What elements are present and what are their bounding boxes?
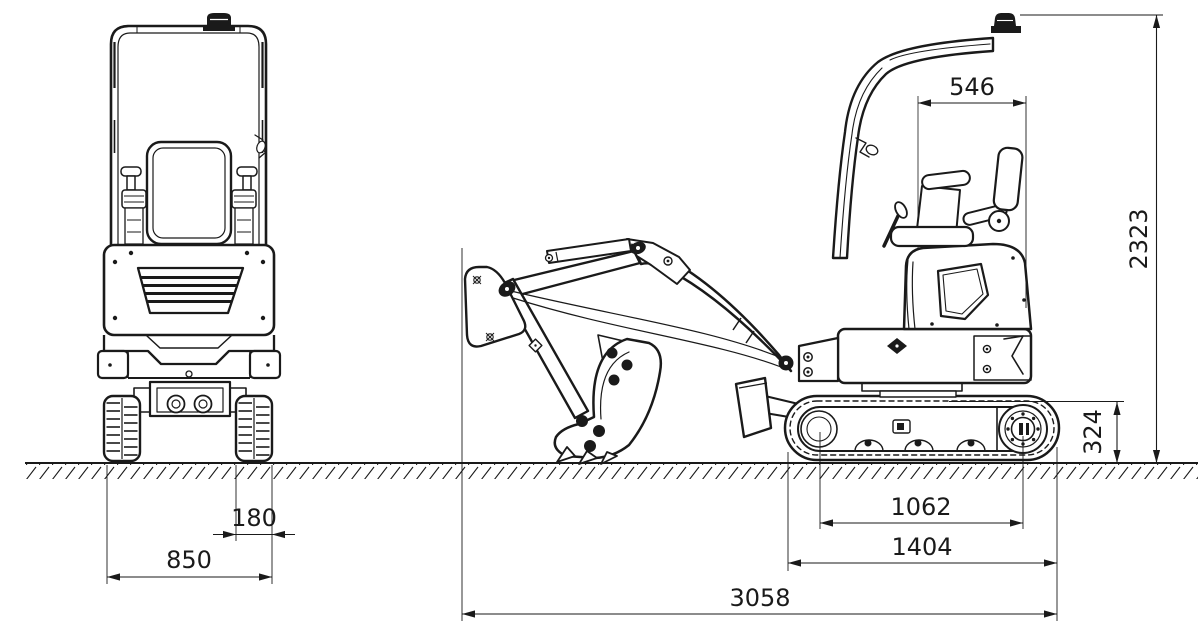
track-front-right	[234, 394, 274, 463]
upper-frame-side	[829, 327, 1033, 385]
arm-boss-plate	[463, 265, 527, 348]
dimension-850-label: 850	[166, 546, 212, 574]
dimension-180-label: 180	[231, 504, 277, 532]
sprocket	[998, 404, 1048, 454]
dimension-1062-label: 1062	[890, 493, 951, 521]
air-stack	[992, 146, 1024, 212]
dimension-2323: 2323	[1020, 14, 1163, 463]
hydraulic-hoses	[510, 290, 785, 368]
dimension-180: 180	[213, 465, 295, 584]
undercarriage-front	[133, 380, 247, 418]
mirror-bracket-front	[254, 134, 267, 159]
joystick	[882, 214, 900, 248]
seat-side	[882, 146, 1024, 248]
swing-bearing-lower	[879, 390, 957, 398]
dimensions: 180 850 546 2323 324	[106, 14, 1163, 621]
dimension-1062: 1062	[819, 432, 1024, 529]
dimension-3058: 3058	[461, 248, 1057, 621]
dimension-1404: 1404	[787, 447, 1058, 621]
swing-bracket	[797, 336, 840, 383]
track-front-left	[102, 394, 142, 463]
ground-line	[25, 462, 1198, 479]
engine-hood-side	[902, 242, 1033, 331]
dimension-324: 324	[949, 401, 1124, 463]
arm	[463, 241, 646, 420]
canopy-front	[109, 24, 268, 249]
side-view	[463, 13, 1061, 465]
dimension-3058-label: 3058	[729, 584, 790, 612]
dimension-546: 546	[918, 73, 1027, 308]
front-view	[96, 13, 282, 463]
grille	[136, 266, 245, 315]
dimension-546-label: 546	[949, 73, 995, 101]
crawler-track-side	[783, 394, 1061, 462]
canopy-side	[831, 13, 1021, 260]
dimension-850: 850	[106, 465, 272, 584]
body-front	[96, 243, 282, 380]
seat-back-front	[145, 140, 233, 254]
beacon-light-side	[991, 13, 1021, 33]
control-lever-right	[231, 166, 258, 245]
mirror-bracket-side	[855, 137, 879, 158]
bucket	[553, 334, 663, 465]
control-lever-left	[120, 166, 147, 245]
dimension-324-label: 324	[1079, 409, 1107, 455]
boom	[626, 238, 794, 373]
dimension-1404-label: 1404	[891, 533, 952, 561]
beacon-light-front	[203, 13, 235, 31]
dimension-2323-label: 2323	[1125, 208, 1153, 269]
